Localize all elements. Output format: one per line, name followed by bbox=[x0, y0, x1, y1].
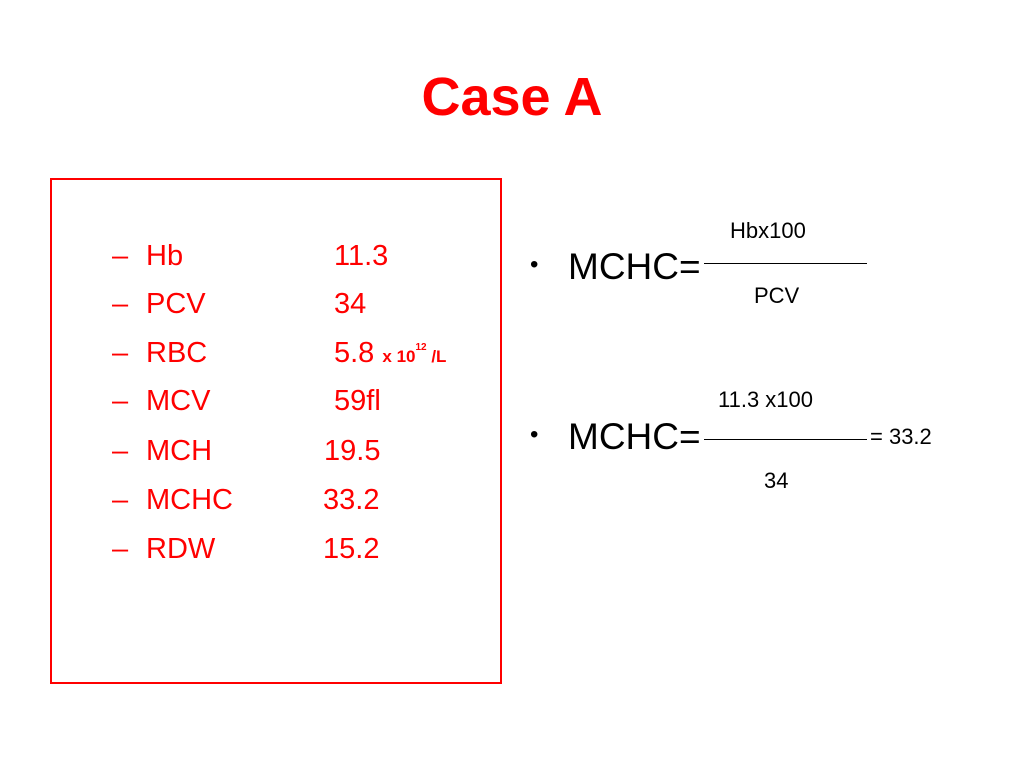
unit-prefix: x 10 bbox=[382, 347, 416, 366]
formula1-numerator: Hbx100 bbox=[730, 218, 806, 243]
formula2-denominator: 34 bbox=[764, 468, 789, 493]
row-dash: – bbox=[112, 385, 129, 417]
row-dash: – bbox=[112, 484, 129, 516]
formula1-label: MCHC= bbox=[568, 246, 701, 287]
row-dash: – bbox=[112, 533, 129, 565]
row-label: MCV bbox=[146, 385, 211, 417]
slide-title: Case A bbox=[421, 67, 603, 127]
formula2-bullet-line: • MCHC= bbox=[530, 414, 701, 462]
row-dash: – bbox=[112, 337, 129, 369]
row-value: 59fl bbox=[334, 385, 381, 417]
row-label: Hb bbox=[146, 240, 184, 272]
formula1-bullet-line: • MCHC= bbox=[530, 244, 701, 292]
bullet-icon: • bbox=[530, 421, 539, 449]
unit-exponent: 12 bbox=[415, 342, 427, 353]
row-label: MCH bbox=[146, 435, 213, 467]
row-value: 15.2 bbox=[323, 533, 380, 565]
row-dash: – bbox=[112, 240, 129, 272]
row-label: RDW bbox=[146, 533, 216, 565]
formula2-fraction-line bbox=[704, 439, 867, 440]
row-value-group: 5.8 x 1012 /L bbox=[334, 333, 446, 380]
row-label: PCV bbox=[146, 288, 206, 320]
formula2-numerator: 11.3 x100 bbox=[718, 387, 814, 412]
bullet-icon: • bbox=[530, 251, 539, 279]
row-label: RBC bbox=[146, 337, 208, 369]
row-value: 11.3 bbox=[334, 240, 389, 272]
formula2-label: MCHC= bbox=[568, 416, 701, 457]
row-label: MCHC bbox=[146, 484, 233, 516]
row-value: 33.2 bbox=[323, 484, 380, 516]
row-value: 5.8 bbox=[334, 337, 375, 369]
formula1-denominator: PCV bbox=[754, 283, 800, 308]
lab-values-box bbox=[50, 178, 502, 684]
unit-suffix: /L bbox=[426, 347, 447, 366]
row-value: 34 bbox=[334, 288, 367, 320]
formula2-result: = 33.2 bbox=[870, 424, 932, 449]
row-dash: – bbox=[112, 288, 129, 320]
row-value: 19.5 bbox=[324, 435, 381, 467]
formula1-fraction-line bbox=[704, 263, 867, 264]
row-dash: – bbox=[112, 435, 129, 467]
